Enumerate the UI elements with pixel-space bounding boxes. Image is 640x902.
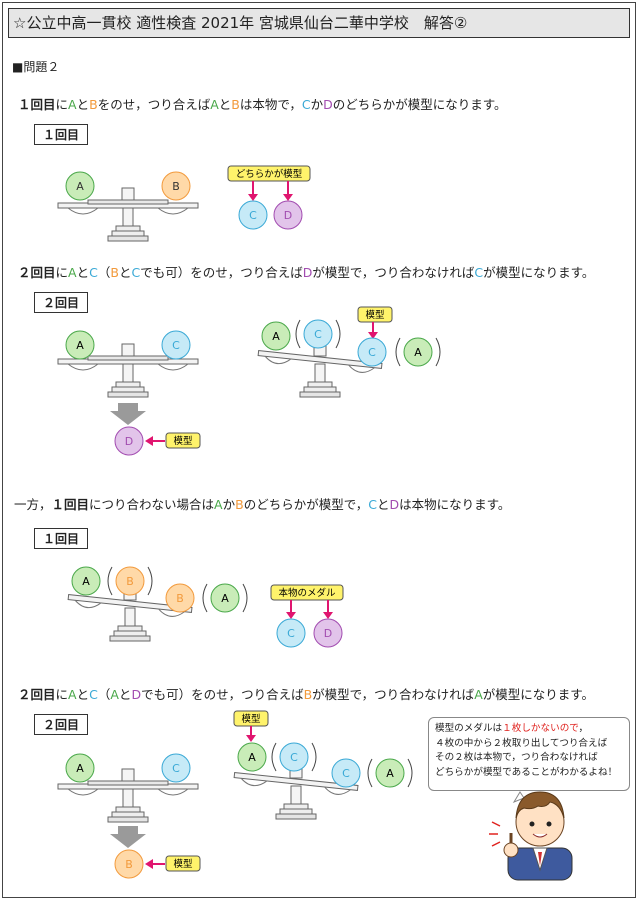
coin-c: C [276,618,306,648]
step-label-2: ２回目 [34,292,89,313]
svg-text:C: C [172,762,180,775]
coin-d: D [114,426,144,456]
explanation-line-1: １回目にAとBをのせ，つり合えばAとBは本物で，CかDのどちらかが模型になります… [18,97,507,112]
coin-a: A [65,330,95,360]
coin-c: C [279,742,309,772]
coin-b: B [161,171,191,201]
svg-text:A: A [76,180,84,193]
svg-text:C: C [172,339,180,352]
arrow-icon [246,726,256,742]
svg-text:B: B [126,575,134,588]
coin-b: B [165,583,195,613]
explanation-line-4: ２回目にAとC（AとDでも可）をのせ，つり合えばBが模型で，つり合わなければAが… [18,687,595,702]
coin-d: D [273,200,303,230]
svg-text:C: C [287,627,295,640]
svg-text:模型: 模型 [173,435,193,447]
speech-bubble: 模型のメダルは１枚しかないので， ４枚の中から２枚取り出してつり合えば その２枚… [428,717,630,791]
svg-text:模型: 模型 [365,309,385,321]
coin-c: C [303,319,333,349]
explanation-line-3: 一方，１回目につり合わない場合はAかBのどちらかが模型で，CとDは本物になります… [14,497,511,512]
svg-text:B: B [125,858,133,871]
page-title: ☆公立中高一貫校 適性検査 2021年 宮城県仙台二華中学校 解答② [8,8,630,38]
tag-honmono: 本物のメダル [270,584,344,601]
step-label-4: ２回目 [34,714,89,735]
tag-mokei: 模型 [357,306,393,323]
motion-lines [107,566,153,596]
coin-b: B [115,566,145,596]
svg-text:A: A [76,339,84,352]
motion-lines [295,319,341,349]
svg-text:C: C [342,767,350,780]
step-label-1: １回目 [34,124,89,145]
svg-text:C: C [368,346,376,359]
tag-mokei: 模型 [165,855,201,872]
svg-text:A: A [76,762,84,775]
svg-text:模型: 模型 [241,713,261,725]
step-label-3: １回目 [34,528,89,549]
coin-a: A [210,583,240,613]
down-arrow-icon [110,826,146,848]
coin-a: A [65,171,95,201]
svg-text:A: A [221,592,229,605]
section-heading: ■問題２ [12,60,60,74]
svg-text:A: A [414,346,422,359]
svg-text:A: A [248,751,256,764]
svg-text:模型: 模型 [173,858,193,870]
arrow-icon [368,322,378,339]
svg-text:A: A [82,575,90,588]
svg-text:どちらかが模型: どちらかが模型 [236,168,303,180]
svg-text:B: B [172,180,180,193]
tag-mokei: 模型 [233,710,269,727]
explanation-line-2: ２回目にAとC（BとCでも可）をのせ，つり合えばDが模型で，つり合わなければCが… [18,265,595,280]
coin-c: C [161,753,191,783]
svg-text:A: A [272,330,280,343]
tag-dochiraka: どちらかが模型 [227,165,311,182]
coin-d: D [313,618,343,648]
coin-a: A [375,758,405,788]
svg-text:D: D [324,627,332,640]
svg-text:A: A [386,767,394,780]
arrow-icon [286,600,333,619]
coin-c: C [357,337,387,367]
coin-a: A [403,337,433,367]
arrow-icon [248,181,293,201]
svg-text:本物のメダル: 本物のメダル [278,587,336,599]
tag-mokei: 模型 [165,432,201,449]
down-arrow-icon [110,403,146,425]
coin-c: C [331,758,361,788]
coin-a: A [65,753,95,783]
svg-text:B: B [176,592,184,605]
coin-a: A [261,321,291,351]
coin-b: B [114,849,144,879]
svg-text:C: C [249,209,257,222]
motion-lines [271,742,317,772]
svg-text:C: C [314,328,322,341]
coin-c: C [238,200,268,230]
svg-text:D: D [284,209,292,222]
arrow-icon [145,859,165,869]
svg-text:C: C [290,751,298,764]
coin-c: C [161,330,191,360]
arrow-icon [145,436,165,446]
coin-a: A [237,742,267,772]
coin-a: A [71,566,101,596]
svg-text:D: D [125,435,133,448]
motion-lines [367,758,413,788]
motion-lines [202,583,248,613]
motion-lines [395,337,441,367]
teacher-illustration [489,791,573,881]
